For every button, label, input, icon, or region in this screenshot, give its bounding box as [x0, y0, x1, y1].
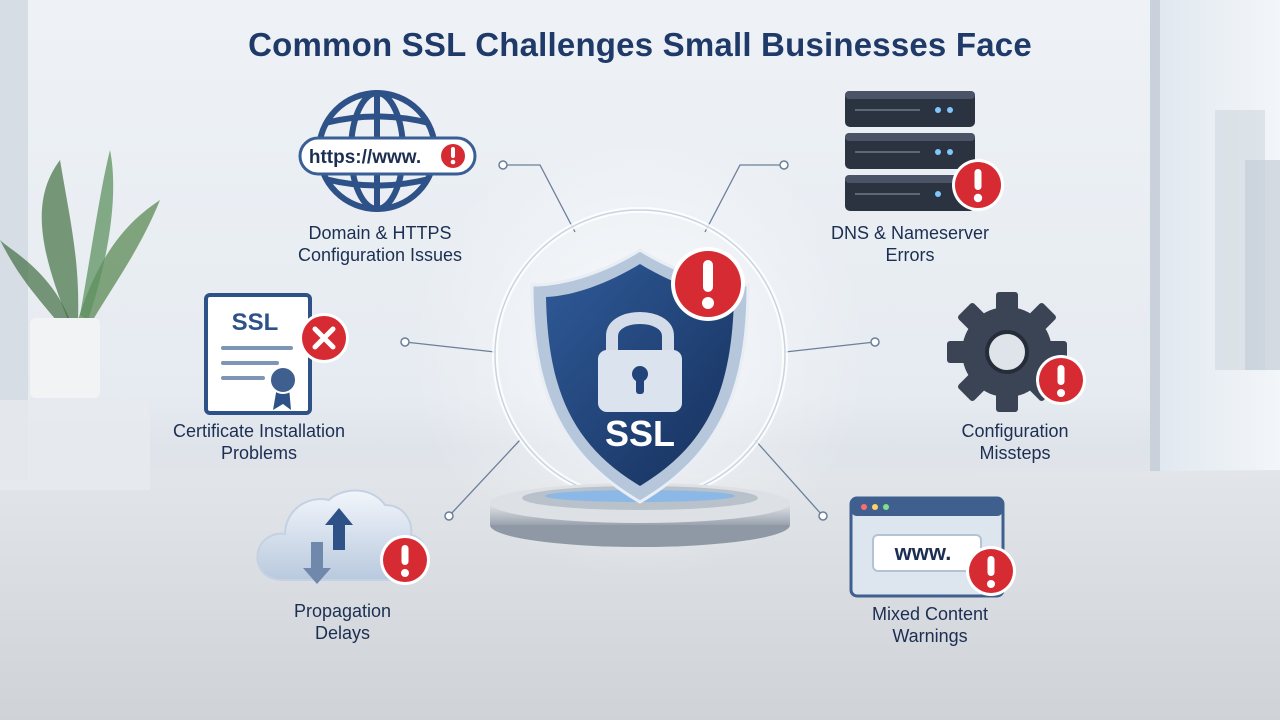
connector-configuration: [784, 341, 876, 353]
plant-decoration: [0, 150, 160, 398]
svg-text:SSL: SSL: [232, 309, 279, 336]
svg-text:https://www.: https://www.: [309, 147, 421, 168]
challenge-label-mixed-content: Mixed Content Warnings: [871, 604, 989, 646]
alert-icon: [441, 144, 465, 168]
cloud-sync-icon: [256, 489, 430, 585]
error-x-icon: [299, 313, 349, 363]
alert-icon: [952, 159, 1004, 211]
connector-certificate: [404, 341, 496, 353]
challenge-label-propagation: Propagation Delays: [293, 601, 392, 643]
connector-domain: [505, 164, 576, 233]
connector-propagation: [449, 439, 521, 516]
server-stack-icon: [845, 91, 1004, 211]
svg-text:www.: www.: [894, 540, 952, 565]
certificate-icon: SSL: [204, 293, 349, 415]
challenge-label-certificate: Certificate Installation Problems: [172, 421, 346, 463]
challenge-label-domain: Domain & HTTPS Configuration Issues: [297, 223, 463, 265]
alert-icon: [966, 546, 1016, 596]
challenge-label-dns: DNS & Nameserver Errors: [830, 223, 990, 265]
alert-icon: [671, 247, 745, 321]
shield-lock-icon: SSL: [490, 247, 790, 547]
connector-dns: [704, 164, 782, 233]
shield-badge-text: SSL: [605, 413, 675, 454]
page-title: Common SSL Challenges Small Businesses F…: [248, 26, 1032, 63]
gear-icon: [947, 292, 1086, 412]
alert-icon: [1036, 355, 1086, 405]
alert-icon: [380, 535, 430, 585]
challenge-label-configuration: Configuration Missteps: [961, 421, 1069, 463]
connector-mixed-content: [754, 439, 823, 516]
browser-window-icon: www.: [849, 496, 1016, 598]
globe-icon: https://www.: [298, 90, 477, 212]
